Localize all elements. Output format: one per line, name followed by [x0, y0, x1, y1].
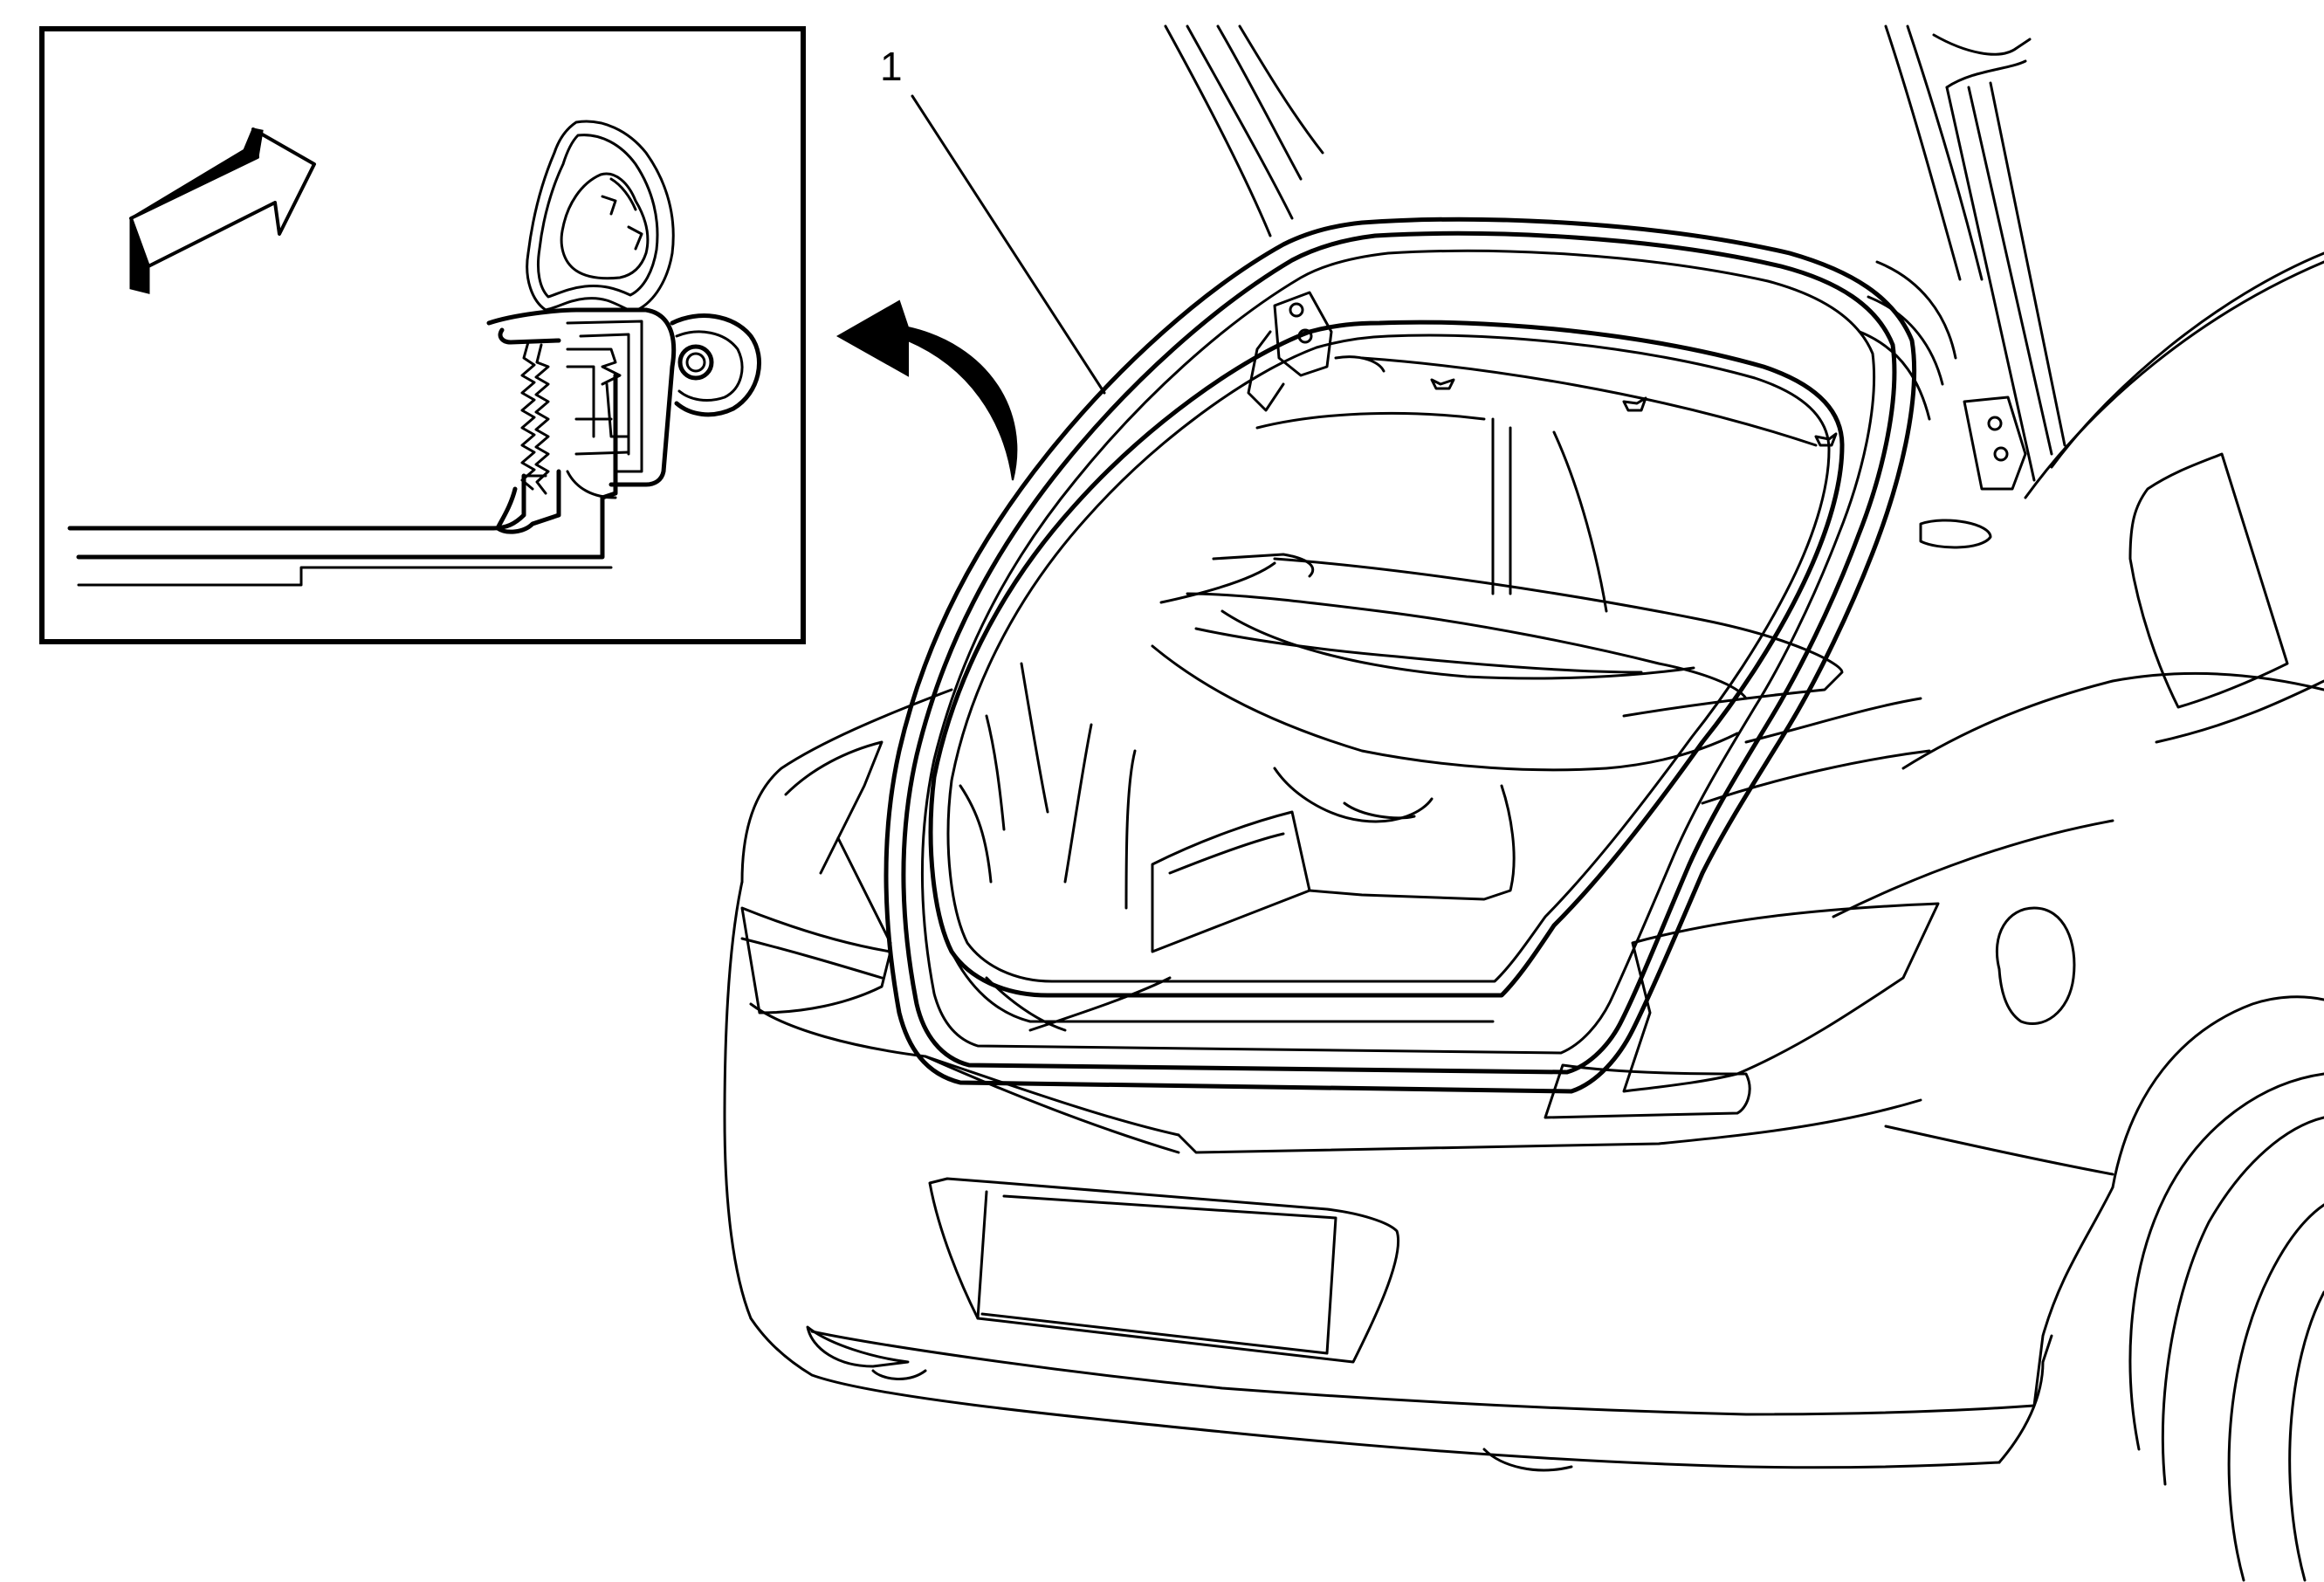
body-flange: [67, 373, 618, 587]
inset-frame: [39, 26, 806, 644]
car-body: [723, 24, 2324, 1582]
curved-arrow-icon: [835, 299, 1018, 481]
detail-inset: [39, 26, 806, 644]
trunk-interior: [950, 411, 1844, 1032]
direction-arrow-icon: [129, 127, 316, 294]
callout-1: 1: [880, 44, 1106, 395]
trunk-weatherstrip: [884, 217, 1917, 1094]
callout-1-label: 1: [880, 44, 903, 89]
